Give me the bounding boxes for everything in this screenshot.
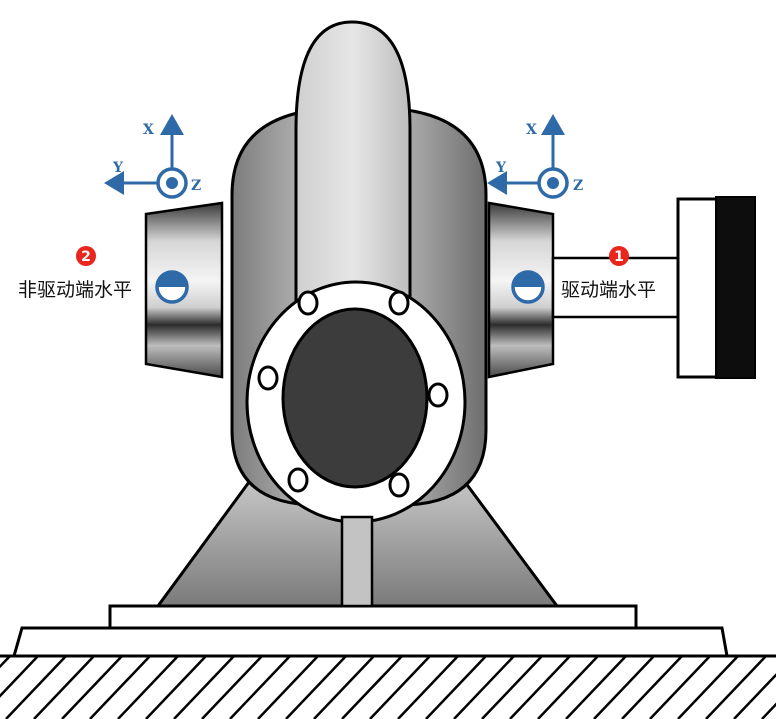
ground-hatch-line [257,656,319,719]
ground-hatch-line [117,656,179,719]
ground-hatch-line [5,656,67,719]
ground-hatch-line [0,656,39,698]
non-drive-end-axis-z-label: Z [191,178,201,194]
ground-hatch-line [621,656,683,719]
ground-hatch-line [593,656,655,719]
drive-end-badge: 1 [609,246,629,266]
drive-end-sensor-icon [511,270,545,304]
coupling [676,196,756,379]
ground-hatch-line [565,656,627,719]
flange-bolt-holes [257,290,449,498]
ground-hatch-line [33,656,95,719]
ground-hatch-line [61,656,123,719]
drive-end-label: 驱动端水平 [561,279,656,301]
ground-hatch-line [229,656,291,719]
ground-hatch-line [705,656,767,719]
non-drive-end-axis-x-label: X [143,122,154,138]
support-stem [340,515,374,608]
base-slab [12,626,729,658]
base-plate [108,604,638,630]
non-drive-end-sensor-icon [155,270,189,304]
svg-text:1: 1 [614,249,624,265]
ground-hatch-line [481,656,543,719]
ground-hatch-line [649,656,711,719]
drive-end-axis-z-label: Z [573,178,583,194]
drive-end-axis-y-label: Y [495,160,507,176]
ground-hatch-line [453,656,515,719]
ground-hatch-line [537,656,599,719]
ground-hatch-line [285,656,347,719]
ground-hatch-line [733,673,776,719]
ground-hatch-line [677,656,739,719]
flange-bore [281,307,429,489]
ground-hatch-line [761,702,776,719]
ground-hatch-line [313,656,375,719]
ground-hatch-line [341,656,403,719]
vertical-fin [294,20,412,302]
drive-end-axes-icon [487,114,569,199]
non-drive-end-axis-y-label: Y [112,160,124,176]
non-drive-end-label: 非驱动端水平 [18,279,132,301]
ground [0,654,776,719]
svg-text:2: 2 [81,249,91,265]
non-drive-end-badge: 2 [76,246,96,266]
ground-hatch-line [89,656,151,719]
drive-end-axis-x-label: X [526,122,537,138]
ground-hatch-line [425,656,487,719]
ground-hatch-line [201,656,263,719]
ground-hatch-line [509,656,571,719]
ground-hatch-line [145,656,207,719]
ground-hatch-line [369,656,431,719]
ground-hatch-line [397,656,459,719]
ground-hatch-line [173,656,235,719]
non-drive-end-axes-icon [104,114,188,199]
